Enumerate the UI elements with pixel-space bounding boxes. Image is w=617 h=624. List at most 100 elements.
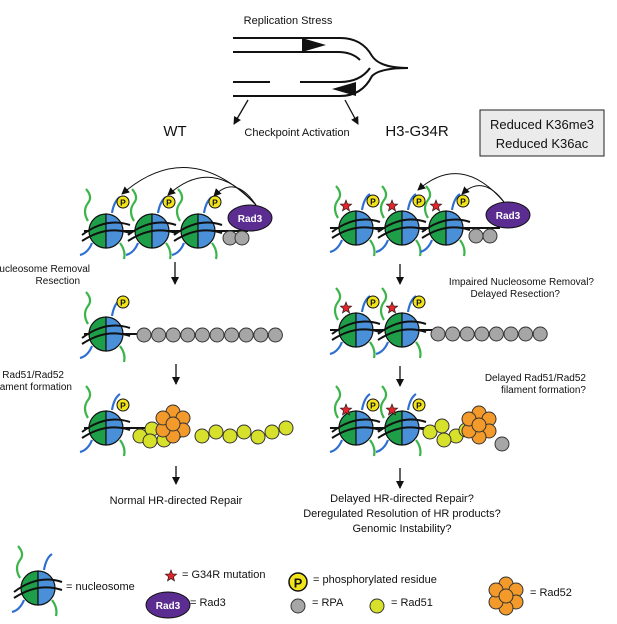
mut-row2-nucleosome-1 [329,287,381,359]
svg-text:P: P [166,198,172,208]
mut-rad3: Rad3 [485,201,531,229]
reduced-marks-box: Reduced K36me3 Reduced K36ac [479,109,605,157]
wt-step2-line1: Rad51/Rad52 [2,370,64,381]
mut-row1-mutation-2 [385,199,399,212]
wt-rad3-arrow-2 [167,176,257,206]
legend-phospho-icon: P [288,572,308,592]
mut-outcome-line2: Deregulated Resolution of HR products? [303,508,501,520]
checkpoint-arrow-right [344,99,359,125]
wt-row3-rad51-b7 [278,420,294,436]
wt-label: WT [163,123,186,140]
legend-rad51-label: = Rad51 [391,597,433,609]
wt-rad3-arrow-3 [213,186,257,206]
reduced-k36ac: Reduced K36ac [496,136,589,151]
mut-row3-phospho-2: P [412,398,426,412]
wt-row3-rad51-b4 [236,424,252,440]
wt-row1-nucleosome-1 [79,188,131,260]
mut-row1-rpa-1 [468,228,484,244]
mut-row2-rpa-1 [430,326,446,342]
svg-text:P: P [460,197,466,207]
mut-row3-rad51-4 [436,432,452,448]
wt-row1-phospho-1: P [116,195,130,209]
mut-row1-nucleosome-3 [419,185,471,257]
mut-outcome-line3: Genomic Instability? [352,523,451,535]
wt-row2-rpa-3 [165,327,181,343]
wt-outcome: Normal HR-directed Repair [110,495,243,507]
wt-row2-phospho: P [116,295,130,309]
mut-row2-rpa-8 [532,326,548,342]
mut-row2-rpa-2 [445,326,461,342]
mut-row2-nucleosome-2 [375,287,427,359]
svg-text:P: P [120,198,126,208]
wt-row3-rad52 [155,404,191,444]
wt-row2-rpa-10 [267,327,283,343]
fork-arrow-right-icon [302,38,326,52]
mut-row1-phospho-1: P [366,194,380,208]
svg-text:P: P [120,401,126,411]
wt-row1-phospho-3: P [208,195,222,209]
svg-text:P: P [294,575,303,590]
legend-rad52-label: = Rad52 [530,587,572,599]
legend-rad52-icon [488,576,524,616]
mut-row3-mutation-1 [339,403,353,416]
replication-fork [233,37,409,97]
mut-row2-phospho-1: P [366,295,380,309]
legend-phospho-label: = phosphorylated residue [313,574,437,586]
legend-rpa-label: = RPA [312,597,344,609]
mut-row2-mutation-1 [339,301,353,314]
mut-step1-line1: Impaired Nucleosome Removal? [449,277,595,288]
legend-nucleosome-icon [11,545,63,617]
wt-row2-rpa-4 [180,327,196,343]
wt-row2-rpa-2 [151,327,167,343]
legend-rpa-icon [290,598,306,614]
mut-row2-rpa-6 [503,326,519,342]
wt-row1-phospho-2: P [162,195,176,209]
wt-row2-rpa-1 [136,327,152,343]
mut-row1-mutation-1 [339,199,353,212]
wt-rad3: Rad3 [227,204,273,232]
mut-step2-line2: filament formation? [501,385,586,396]
wt-rad3-arrow-1 [121,167,257,206]
wt-row3-rad51-b2 [208,424,224,440]
wt-row2-nucleosome [79,291,131,363]
mut-row2-phospho-2: P [412,295,426,309]
mut-row3-nucleosome-1 [329,385,381,457]
wt-row1-nucleosome-3 [171,188,223,260]
wt-row3-phospho: P [116,398,130,412]
mut-step2-line1: Delayed Rad51/Rad52 [485,373,587,384]
mut-row1-phospho-3: P [456,194,470,208]
svg-text:Rad3: Rad3 [156,601,181,612]
wt-row2-rpa-5 [194,327,210,343]
mutant-label: H3-G34R [385,123,449,140]
mut-row2-rpa-3 [459,326,475,342]
mut-row3-phospho-1: P [366,398,380,412]
wt-row1-rpa-2 [234,230,250,246]
legend-rad51-icon [369,598,385,614]
replication-stress-title: Replication Stress [244,15,333,27]
mut-row3-rad52 [461,405,497,445]
svg-text:P: P [370,298,376,308]
legend-nucleosome-label: = nucleosome [66,581,135,593]
svg-text:P: P [416,298,422,308]
mut-row2-mutation-2 [385,301,399,314]
wt-row3-rad51-b6 [264,424,280,440]
svg-text:P: P [120,298,126,308]
wt-row2-rpa-6 [209,327,225,343]
mut-row2-rpa-4 [474,326,490,342]
mut-row1-mutation-3 [429,199,443,212]
mut-row1-rpa-2 [482,228,498,244]
mut-row1-nucleosome-2 [375,185,427,257]
wt-row3-rad51-b1 [194,428,210,444]
wt-row3-rad51-b5 [250,429,266,445]
wt-row2-rpa-7 [224,327,240,343]
fork-arrow-left-icon [332,82,356,96]
svg-text:Rad3: Rad3 [238,214,263,225]
svg-text:P: P [416,197,422,207]
mut-row3-rad51-1 [422,424,438,440]
svg-text:P: P [416,401,422,411]
wt-step1-line1: Nucleosome Removal [0,264,90,275]
wt-row3-rad51-b3 [222,428,238,444]
mut-outcome-line1: Delayed HR-directed Repair? [330,493,474,505]
